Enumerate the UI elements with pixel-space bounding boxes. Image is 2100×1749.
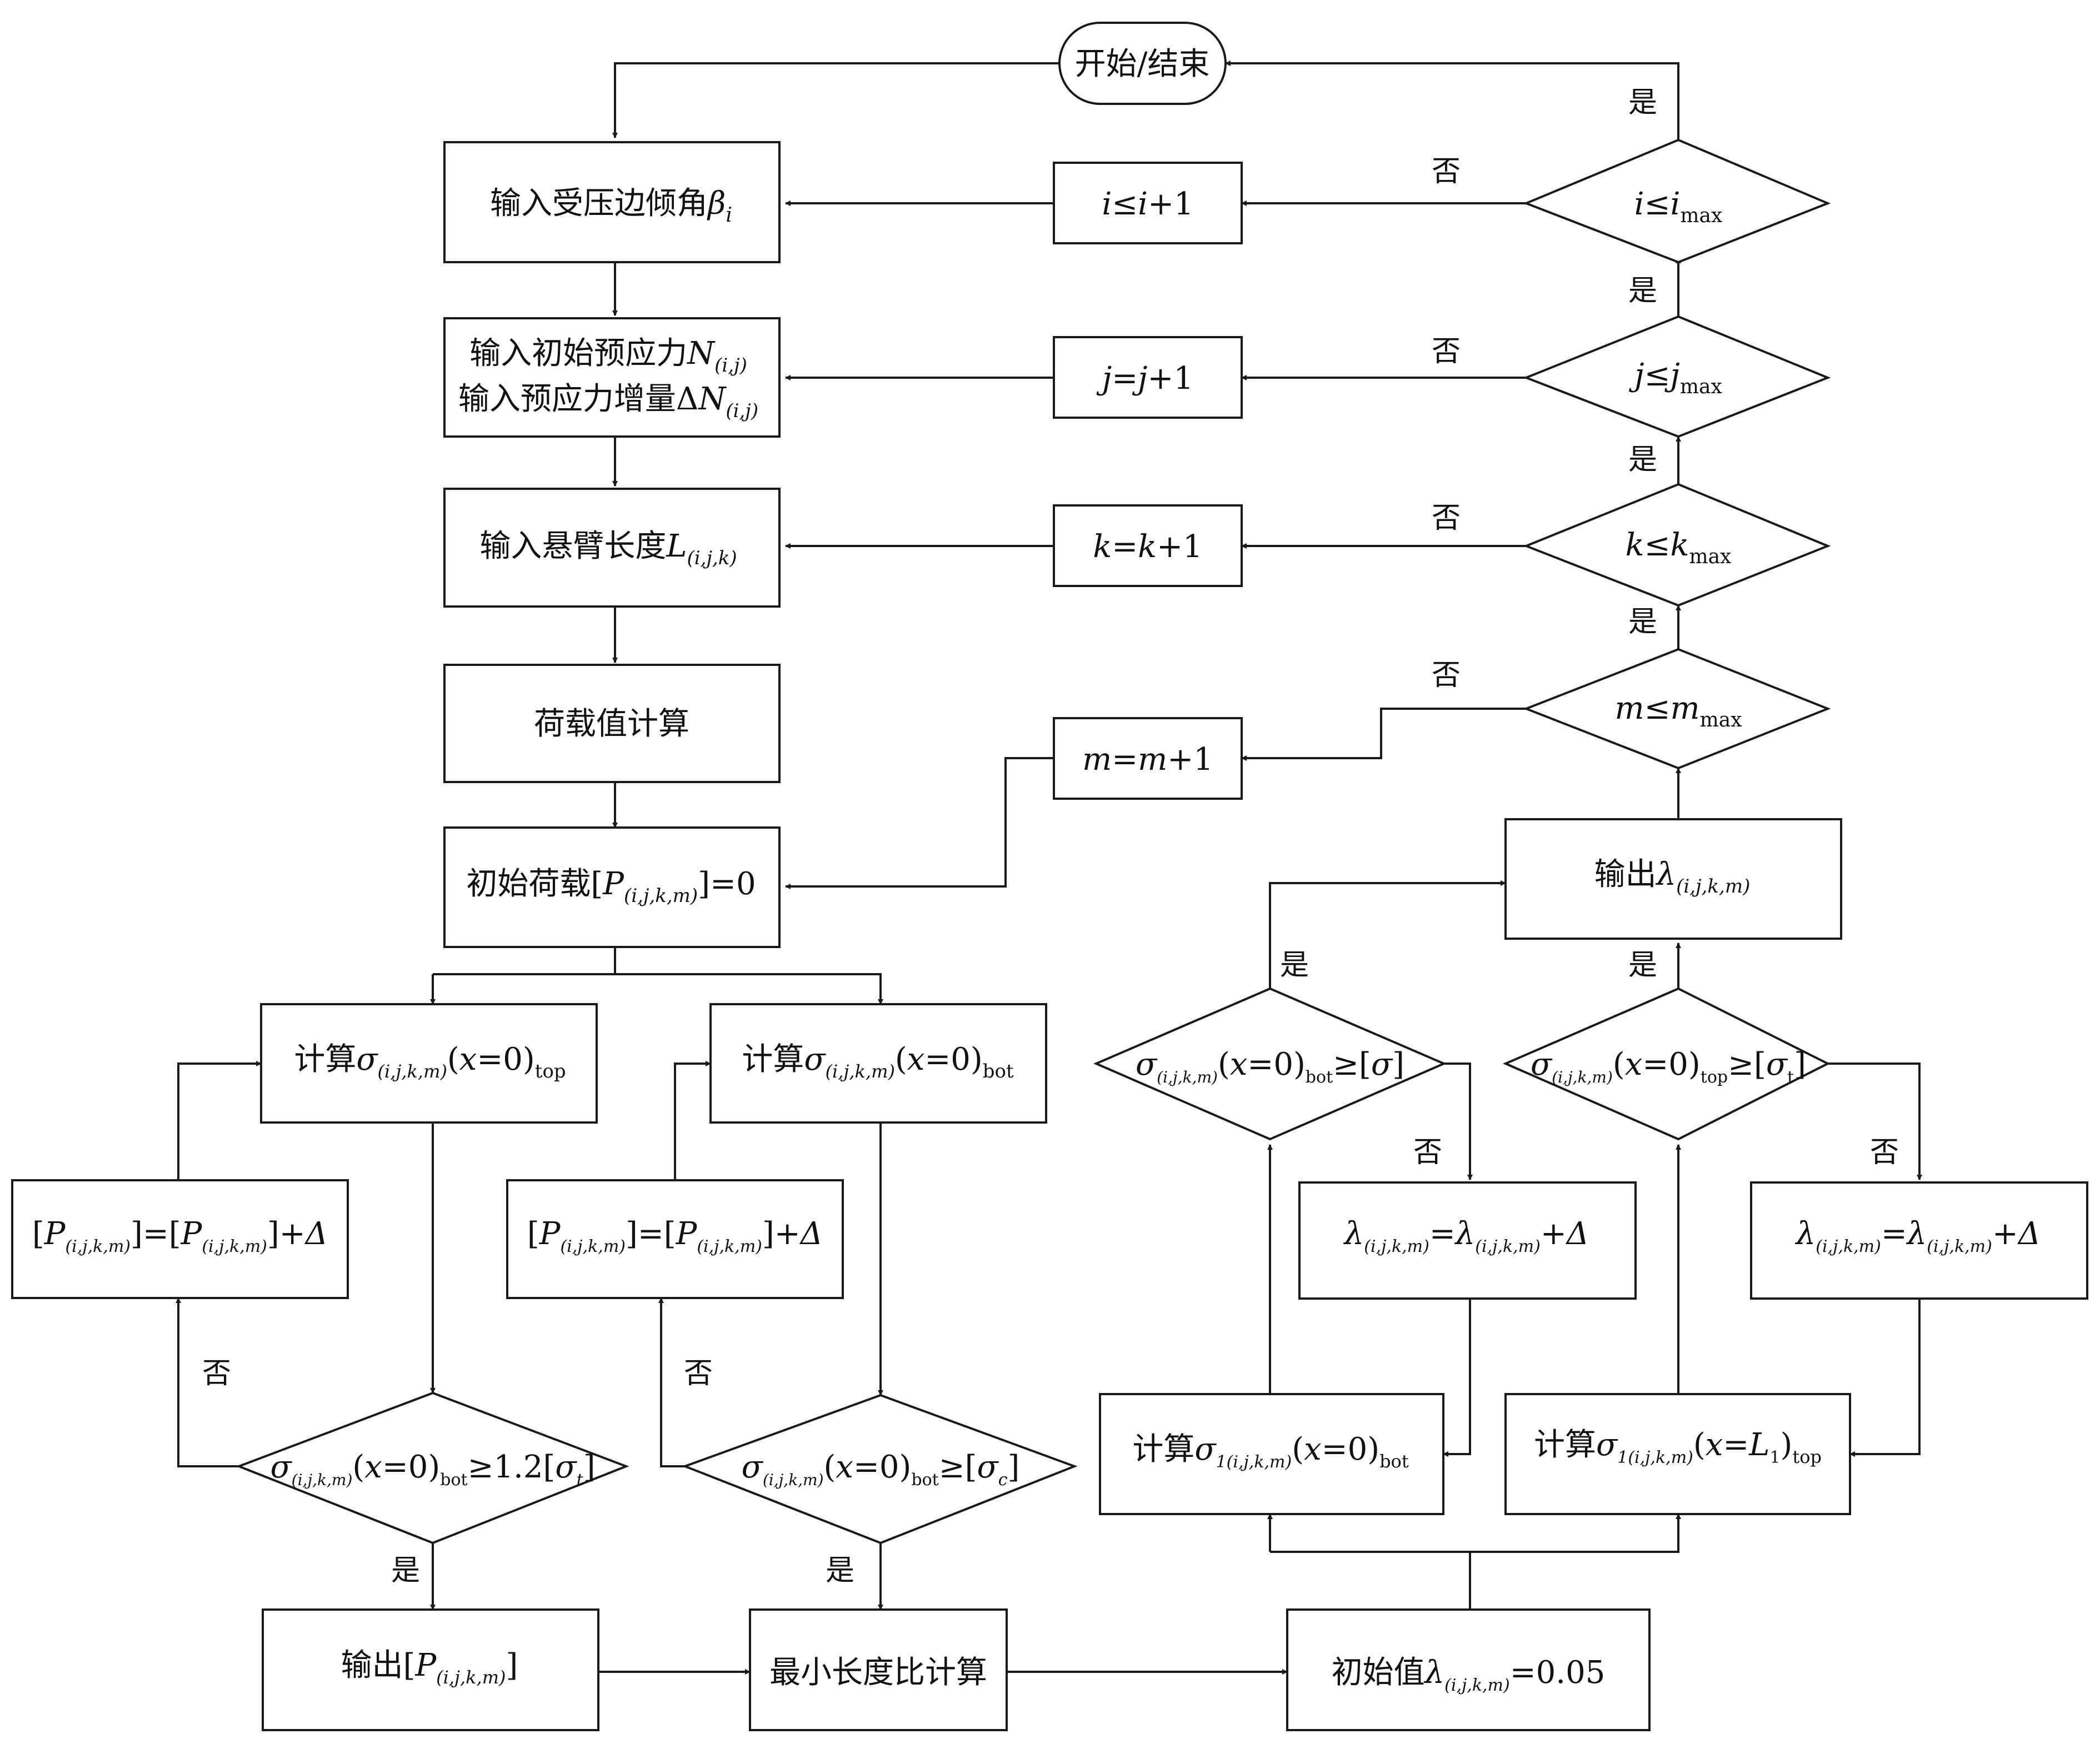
calc1-top-label: 计算σ1(i,j,k,m)(x=L1)top bbox=[1534, 1427, 1822, 1467]
yes-label-k: 是 bbox=[1628, 443, 1657, 477]
diamond-tension-cond bbox=[236, 1391, 629, 1545]
box-p-update-2 bbox=[506, 1179, 844, 1299]
diamond-j-cond bbox=[1523, 315, 1831, 438]
calc-bot-label: 计算σ(i,j,k,m)(x=0)bot bbox=[742, 1041, 1014, 1083]
diamond-lambda-top-cond bbox=[1502, 987, 1831, 1141]
no-label-compress: 否 bbox=[684, 1357, 713, 1390]
yes-label-m: 是 bbox=[1628, 605, 1657, 639]
yes-label-i: 是 bbox=[1628, 86, 1657, 119]
box-input-beta bbox=[443, 141, 781, 263]
no-label-tension: 否 bbox=[202, 1357, 231, 1390]
input-L-label: 输入悬臂长度L(i,j,k) bbox=[479, 528, 737, 569]
box-init-lambda bbox=[1286, 1608, 1651, 1731]
no-label-i: 否 bbox=[1432, 155, 1461, 188]
box-input-L bbox=[443, 488, 781, 608]
start-end-label: 开始/结束 bbox=[1075, 46, 1210, 82]
calc1-bot-label: 计算σ1(i,j,k,m)(x=0)bot bbox=[1132, 1431, 1408, 1472]
j-counter-label: j=j+1 bbox=[1096, 360, 1193, 397]
arrow-split-to-calc-bot bbox=[615, 973, 883, 1005]
box-output-lambda bbox=[1504, 818, 1842, 940]
box-load-calc bbox=[443, 664, 781, 783]
diamond-m-cond bbox=[1523, 648, 1831, 770]
input-dN-label: 输入预应力增量ΔN(i,j) bbox=[458, 381, 758, 422]
arrow-start-to-beta bbox=[612, 62, 1059, 138]
shapes bbox=[11, 22, 2088, 1731]
line-initload-split bbox=[433, 947, 616, 975]
arrow-lupdate2-to-calc1-top bbox=[1849, 1299, 1921, 1457]
box-k-counter bbox=[1053, 504, 1243, 587]
diamond-i-cond bbox=[1523, 138, 1831, 264]
no-label-lambda-bot: 否 bbox=[1413, 1136, 1442, 1169]
m-cond-label: m≤mmax bbox=[1614, 690, 1742, 731]
min-ratio-label: 最小长度比计算 bbox=[769, 1655, 987, 1691]
box-m-counter bbox=[1053, 717, 1243, 800]
start-end-terminal bbox=[1058, 22, 1227, 105]
arrow-split-to-calc1-top bbox=[1470, 1514, 1681, 1553]
box-init-load bbox=[443, 826, 781, 948]
connectors bbox=[176, 61, 1922, 1675]
m-counter-label: m=m+1 bbox=[1082, 741, 1213, 778]
yes-label-lambda-bot: 是 bbox=[1280, 949, 1309, 982]
arrow-cond-top-no bbox=[1828, 1063, 1922, 1180]
box-output-P bbox=[262, 1608, 599, 1731]
arrow-cond-compress-no bbox=[658, 1297, 685, 1467]
arrow-cond-bot-yes bbox=[1269, 880, 1506, 989]
arrow-i-yes-to-start bbox=[1225, 61, 1679, 140]
arrow-mcount-to-initload bbox=[785, 757, 1054, 889]
diamond-compress-cond bbox=[682, 1394, 1078, 1545]
yes-label-j: 是 bbox=[1628, 274, 1657, 308]
box-input-N bbox=[443, 317, 781, 438]
box-min-ratio bbox=[749, 1608, 1008, 1731]
box-lambda-update-2 bbox=[1750, 1181, 2088, 1300]
k-counter-label: k=k+1 bbox=[1093, 529, 1202, 565]
calc-top-label: 计算σ(i,j,k,m)(x=0)top bbox=[294, 1041, 566, 1083]
box-p-update-1 bbox=[11, 1179, 349, 1299]
compress-cond-label: σ(i,j,k,m)(x=0)bot≥[σc] bbox=[742, 1449, 1020, 1490]
box-calc-top bbox=[260, 1003, 598, 1124]
yes-label-compress: 是 bbox=[826, 1554, 854, 1587]
yes-label-tension: 是 bbox=[391, 1554, 420, 1587]
arrow-cond-bot-no bbox=[1444, 1063, 1473, 1180]
arrow-cond-tension-no bbox=[176, 1297, 239, 1467]
init-load-label: 初始荷载[P(i,j,k,m)]=0 bbox=[466, 866, 756, 907]
init-lambda-label: 初始值λ(i,j,k,m)=0.05 bbox=[1332, 1655, 1606, 1695]
box-calc-bot bbox=[709, 1003, 1047, 1124]
lambda-top-cond-label: σ(i,j,k,m)(x=0)top≥[σt] bbox=[1531, 1046, 1806, 1087]
load-calc-label: 荷载值计算 bbox=[534, 706, 689, 742]
box-lambda-update-1 bbox=[1298, 1181, 1637, 1300]
output-lambda-label: 输出λ(i,j,k,m) bbox=[1594, 856, 1751, 898]
i-counter-label: i≤i+1 bbox=[1102, 186, 1193, 222]
box-i-counter bbox=[1053, 162, 1243, 244]
i-cond-label: i≤imax bbox=[1634, 186, 1723, 227]
no-label-lambda-top: 否 bbox=[1870, 1136, 1899, 1169]
k-cond-label: k≤kmax bbox=[1626, 527, 1732, 568]
box-j-counter bbox=[1053, 336, 1243, 419]
arrow-pupdate1-to-calc-top bbox=[177, 1061, 262, 1180]
arrow-m-no bbox=[1241, 708, 1526, 761]
arrow-lupdate1-to-calc1-bot bbox=[1443, 1299, 1471, 1457]
no-label-m: 否 bbox=[1432, 659, 1461, 692]
lambda-bot-cond-label: σ(i,j,k,m)(x=0)bot≥[σ] bbox=[1136, 1046, 1404, 1087]
input-N-label: 输入初始预应力N(i,j) bbox=[469, 335, 747, 377]
lambda-update-1-label: λ(i,j,k,m)=λ(i,j,k,m)+Δ bbox=[1343, 1216, 1589, 1256]
diamond-k-cond bbox=[1523, 483, 1831, 607]
labels: 开始/结束 输入受压边倾角βi 输入初始预应力N(i,j) 输入预应力增量ΔN(… bbox=[32, 46, 2041, 1695]
lambda-update-2-label: λ(i,j,k,m)=λ(i,j,k,m)+Δ bbox=[1795, 1216, 2041, 1256]
tension-cond-label: σ(i,j,k,m)(x=0)bot≥1.2[σt] bbox=[270, 1449, 595, 1490]
yes-label-lambda-top: 是 bbox=[1628, 949, 1657, 982]
p-update-1-label: [P(i,j,k,m)]=[P(i,j,k,m)]+Δ bbox=[32, 1216, 328, 1256]
line-initlambda-split bbox=[1270, 1551, 1471, 1610]
no-label-j: 否 bbox=[1432, 335, 1461, 368]
box-calc1-bot bbox=[1099, 1393, 1444, 1515]
arrow-pupdate2-to-calc-bot bbox=[674, 1061, 711, 1180]
input-beta-label: 输入受压边倾角βi bbox=[490, 186, 732, 227]
p-update-2-label: [P(i,j,k,m)]=[P(i,j,k,m)]+Δ bbox=[527, 1216, 823, 1256]
no-label-k: 否 bbox=[1432, 502, 1461, 535]
j-cond-label: j≤jmax bbox=[1628, 357, 1722, 398]
diamond-lambda-bot-cond bbox=[1093, 987, 1447, 1141]
box-calc1-top bbox=[1504, 1393, 1851, 1515]
output-P-label: 输出[P(i,j,k,m)] bbox=[341, 1647, 518, 1688]
